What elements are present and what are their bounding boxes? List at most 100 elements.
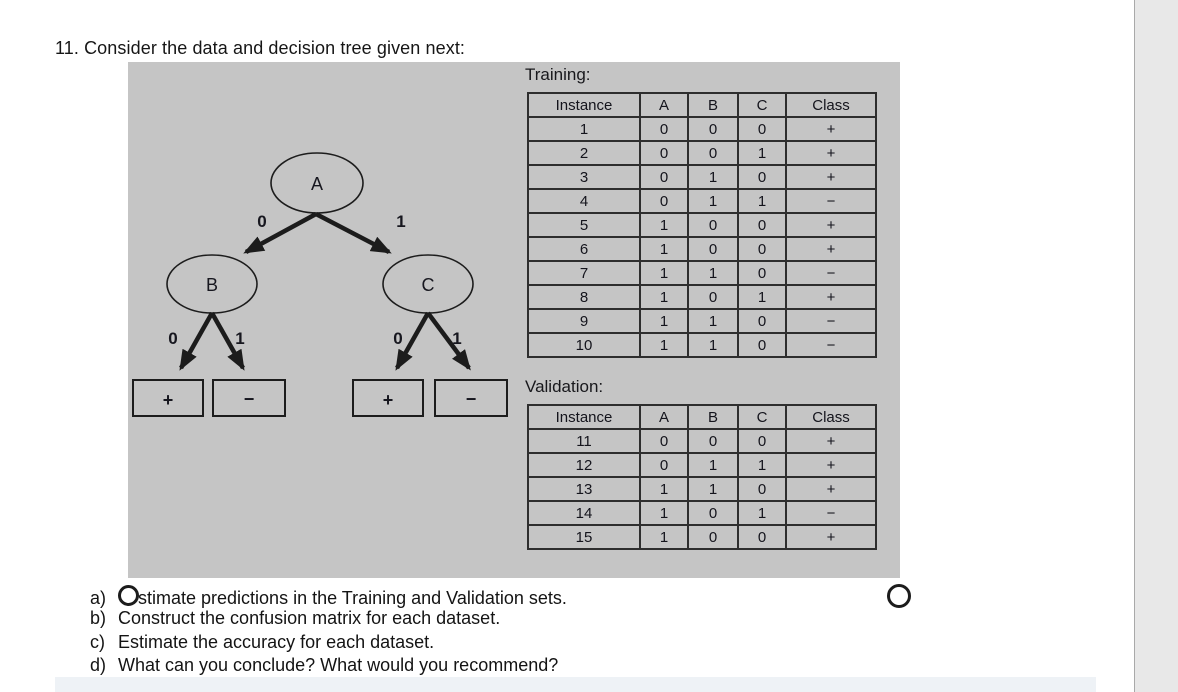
table-cell: 4	[527, 188, 641, 214]
edge-c-right-label: 1	[452, 329, 461, 348]
question-b-letter: b)	[90, 608, 107, 629]
table-cell: 1	[639, 260, 689, 286]
edge-a-left	[243, 212, 318, 254]
table-cell: 1	[639, 476, 689, 502]
table-cell: 0	[687, 212, 739, 238]
table-cell: 0	[687, 284, 739, 310]
edge-a-left-label: 0	[257, 212, 266, 231]
table-cell: 5	[527, 212, 641, 238]
table-cell: 1	[639, 212, 689, 238]
table-cell: 15	[527, 524, 641, 550]
leaf-c0-label: +	[383, 390, 394, 410]
right-gutter-panel	[1134, 0, 1178, 692]
table-cell: +	[785, 452, 877, 478]
table-cell: 1	[639, 236, 689, 262]
column-header: B	[687, 92, 739, 118]
leaf-c0-box	[352, 379, 424, 417]
edge-c-left	[395, 311, 430, 371]
question-c: c)Estimate the accuracy for each dataset…	[90, 632, 567, 655]
question-d-text: What can you conclude? What would you re…	[118, 654, 559, 675]
next-content-band	[55, 677, 1096, 692]
column-header: A	[639, 92, 689, 118]
table-cell: 0	[687, 428, 739, 454]
question-d-letter: d)	[90, 654, 107, 675]
table-cell: 7	[527, 260, 641, 286]
column-header: Instance	[527, 404, 641, 430]
table-cell: 0	[639, 188, 689, 214]
table-cell: 8	[527, 284, 641, 310]
node-c	[382, 254, 474, 314]
edge-b-left	[179, 311, 214, 371]
question-a-letter: a)	[90, 588, 107, 608]
annotation-circle	[887, 584, 911, 608]
table-cell: 0	[737, 164, 787, 190]
table-cell: 1	[687, 308, 739, 334]
node-a	[270, 152, 364, 214]
table-cell: 0	[737, 236, 787, 262]
leaf-b1-label: −	[244, 389, 255, 409]
table-cell: 9	[527, 308, 641, 334]
table-cell: 14	[527, 500, 641, 526]
table-cell: −	[785, 260, 877, 286]
table-cell: 1	[687, 332, 739, 358]
table-cell: 1	[737, 140, 787, 166]
edge-a-right	[314, 212, 392, 254]
table-cell: 0	[687, 500, 739, 526]
table-cell: 11	[527, 428, 641, 454]
decision-tree-diagram: A B C 0 1 0 1 0 1 + − + −	[132, 152, 508, 417]
circled-letter-annotation	[118, 585, 139, 606]
table-cell: 1	[737, 284, 787, 310]
table-cell: 1	[687, 188, 739, 214]
tree-edges	[179, 212, 471, 371]
question-b: b) Construct the confusion matrix for eac…	[90, 608, 567, 631]
edge-b-right	[210, 311, 245, 371]
problem-title: 11. Consider the data and decision tree …	[55, 38, 466, 58]
leaf-c1-label: −	[466, 389, 477, 409]
table-cell: 12	[527, 452, 641, 478]
question-d: d) What can you conclude? What would you …	[90, 655, 567, 678]
validation-label: Validation:	[525, 377, 604, 396]
column-header: B	[687, 404, 739, 430]
edge-c-right	[426, 311, 471, 371]
table-cell: 0	[639, 452, 689, 478]
table-cell: 3	[527, 164, 641, 190]
column-header: Instance	[527, 92, 641, 118]
table-cell: 0	[737, 212, 787, 238]
column-header: C	[737, 92, 787, 118]
table-cell: 0	[639, 164, 689, 190]
edge-c-left-label: 0	[393, 329, 402, 348]
table-cell: +	[785, 164, 877, 190]
node-b	[166, 254, 258, 314]
question-a: a) stimate predictions in the Training an…	[90, 585, 567, 608]
question-a-text: stimate predictions in the Training and …	[138, 588, 567, 608]
table-cell: 1	[737, 188, 787, 214]
table-cell: 1	[687, 260, 739, 286]
table-cell: 1	[527, 116, 641, 142]
table-cell: 2	[527, 140, 641, 166]
node-a-label: A	[311, 174, 323, 194]
question-b-text: Construct the confusion matrix for each …	[118, 608, 501, 629]
leaf-c1-box	[434, 379, 508, 417]
column-header: Class	[785, 404, 877, 430]
table-cell: +	[785, 116, 877, 142]
table-cell: −	[785, 332, 877, 358]
table-cell: +	[785, 284, 877, 310]
table-cell: 1	[687, 164, 739, 190]
table-cell: 0	[737, 524, 787, 550]
edge-a-right-label: 1	[396, 212, 405, 231]
table-cell: 0	[687, 140, 739, 166]
training-label: Training:	[525, 65, 591, 84]
table-cell: 1	[737, 500, 787, 526]
